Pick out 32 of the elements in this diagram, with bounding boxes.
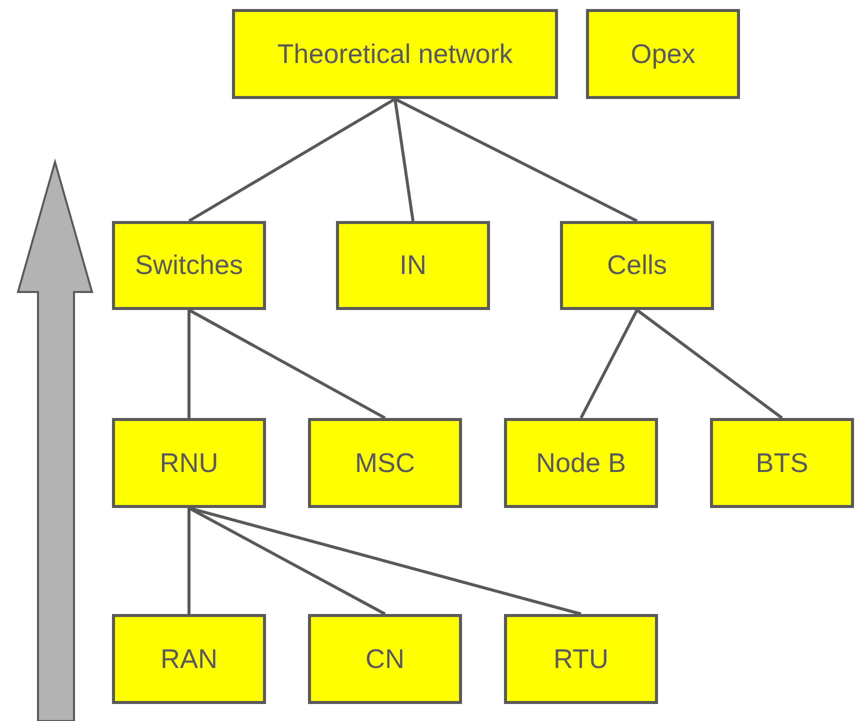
node-box bbox=[112, 614, 266, 704]
node-box bbox=[232, 9, 558, 99]
node-label: MSC bbox=[355, 448, 415, 478]
node-label: BTS bbox=[756, 448, 808, 478]
node-label: IN bbox=[400, 250, 426, 281]
node-box bbox=[112, 418, 266, 508]
node-label: Switches bbox=[134, 250, 244, 281]
connector-line bbox=[394, 98, 638, 222]
node-box bbox=[336, 221, 490, 310]
node-box bbox=[308, 614, 462, 704]
node-box bbox=[560, 221, 714, 310]
connector-line bbox=[188, 308, 386, 420]
connector-line bbox=[394, 98, 414, 222]
node-label: Opex bbox=[630, 38, 696, 70]
connector-line bbox=[580, 309, 638, 419]
connector-line bbox=[188, 310, 190, 418]
node-label: Node B bbox=[536, 448, 626, 478]
connector-line bbox=[636, 308, 783, 420]
node-box bbox=[504, 418, 658, 508]
node-box bbox=[586, 9, 740, 99]
node-box bbox=[308, 418, 462, 508]
node-box bbox=[112, 221, 266, 310]
node-label: CN bbox=[366, 644, 404, 674]
node-box bbox=[504, 614, 658, 704]
node-box bbox=[710, 418, 854, 508]
node-label: RNU bbox=[160, 448, 218, 478]
node-label: Theoretical network bbox=[277, 38, 513, 70]
connector-line bbox=[188, 508, 190, 614]
node-label: RAN bbox=[160, 644, 218, 674]
node-label: Cells bbox=[606, 250, 667, 281]
node-label: RTU bbox=[553, 644, 608, 674]
connector-line bbox=[188, 98, 396, 222]
